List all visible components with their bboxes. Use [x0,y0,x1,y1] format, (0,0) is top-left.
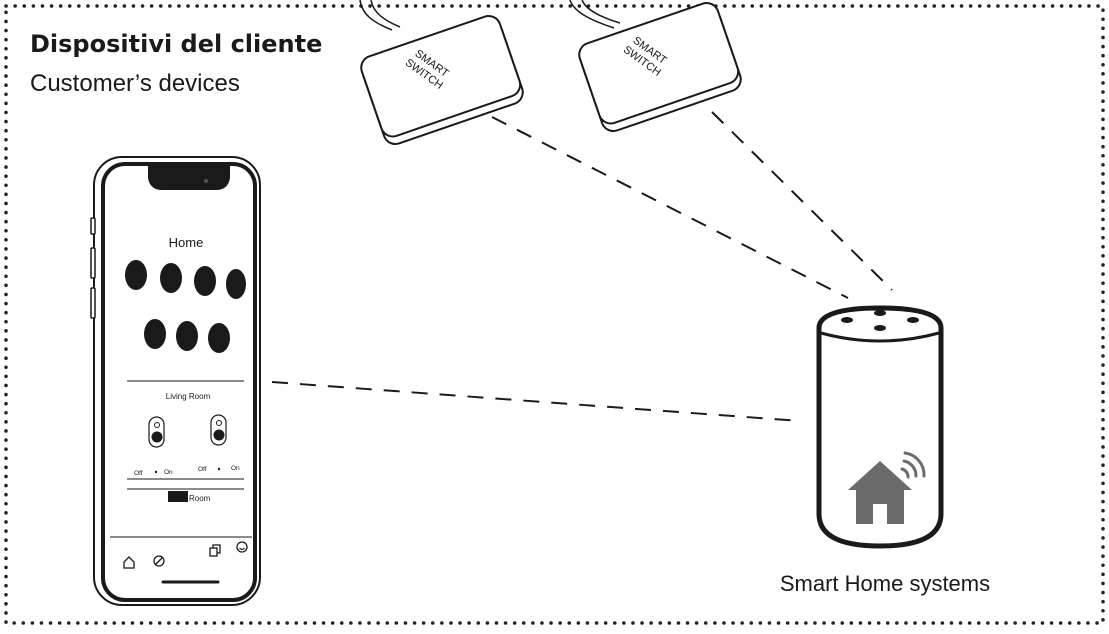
toggle-switch-1[interactable] [148,416,165,448]
device-grid [125,260,246,353]
copy-icon[interactable] [209,544,221,557]
side-button [90,217,96,235]
toggle-knob [213,429,225,441]
toggle-1-dot [154,470,158,474]
device-button[interactable] [176,321,198,351]
home-wifi-icon [848,451,926,524]
compass-icon-ring [153,555,165,567]
switch-body [578,1,740,125]
switch-cable [581,0,621,24]
room-swatch [168,491,188,502]
hub-buttons [841,310,919,331]
copy-icon-front [209,547,218,557]
home-icon[interactable] [123,556,135,569]
room-item[interactable]: Room [168,491,211,503]
wifi-arc-large [903,451,926,478]
volume-down-button [90,287,96,319]
connections [271,111,893,422]
toggle-switch-2[interactable] [210,414,227,446]
hub-caption: Smart Home systems [779,571,991,596]
hub-button [907,317,919,323]
toggle-2-on-label: On [231,465,240,472]
wifi-arc-medium [902,459,918,478]
switch-cable [569,0,615,29]
hub-button [874,310,886,316]
volume-up-button [90,247,96,279]
title-italian: Dispositivi del cliente [30,30,323,58]
toggle-knob [151,431,163,443]
switch-cable [370,0,401,28]
device-button[interactable] [144,319,166,349]
hub-body [816,305,944,549]
device-button[interactable] [160,263,182,293]
house-shape [848,461,912,524]
compass-icon-needle [155,557,163,565]
smart-switch-2: SMART SWITCH [569,0,742,133]
hub-top-rim [820,331,940,343]
title-english: Customer’s devices [30,70,240,97]
compass-icon[interactable] [153,555,165,567]
camera-dot [204,179,208,183]
smart-home-hub [816,305,944,549]
app-header: Home [169,235,204,250]
phone-notch [148,166,230,190]
hub-button [874,325,886,331]
section-label-living-room: Living Room [166,392,211,401]
toggle-2-off-label: Off [198,466,207,473]
smile-icon[interactable] [236,541,248,553]
phone-screen-frame [101,162,257,602]
smartphone: Home Living Room Off On Off On [90,156,261,606]
switch-body [360,14,522,138]
hub-button [841,317,853,323]
toggle-2-dot [217,467,221,471]
connection-switch1-hub [491,116,849,299]
toggle-ring [154,422,160,428]
toggle-1-off-label: Off [134,470,143,477]
connection-phone-hub [271,381,801,422]
device-button[interactable] [125,260,147,290]
switch-cable [359,0,393,31]
connection-switch2-hub [711,111,893,291]
device-button[interactable] [194,266,216,296]
smile-icon-mouth [239,547,245,551]
smart-switch-1: SMART SWITCH [359,0,524,146]
toggle-1-on-label: On [164,469,173,476]
home-icon-shape [123,556,135,569]
device-button[interactable] [208,323,230,353]
room-label: Room [189,494,211,503]
smile-icon-face [236,541,248,553]
device-button[interactable] [226,269,246,299]
wifi-arc-small [900,467,910,479]
toggle-ring [216,420,222,426]
